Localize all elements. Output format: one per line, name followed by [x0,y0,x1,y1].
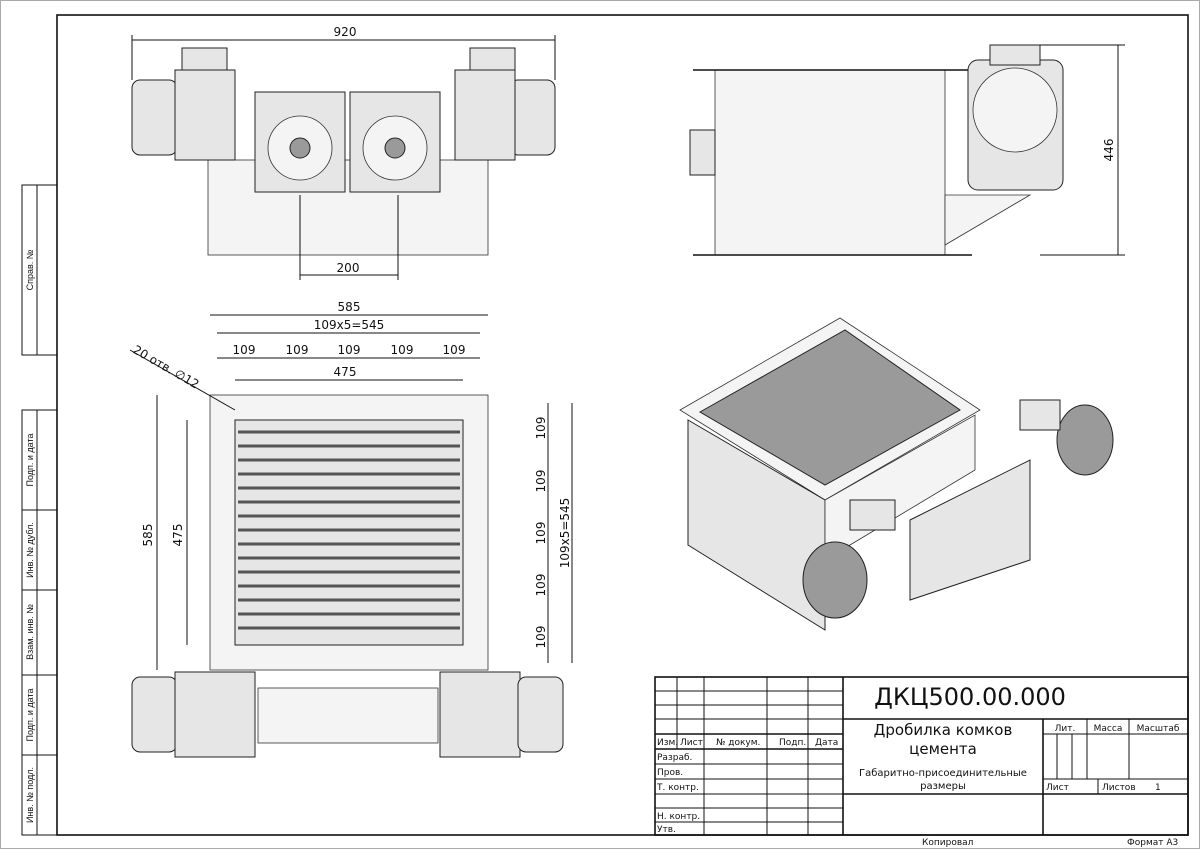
dim-plan-inner: 475 [334,365,357,379]
dim-top-width: 920 [334,25,357,39]
mass-label: Масса [1094,724,1123,734]
side-view: 446 [689,44,1125,256]
col-sign: Подп. [779,738,806,748]
dim-plan-pitch-v-1: 109 [534,417,548,440]
dim-plan-pitch-total-v: 109x5=545 [558,498,572,569]
sheets-label: Листов [1102,783,1136,793]
doc-type-line1: Габаритно-присоединительные [859,768,1027,779]
drawing-name-line2: цемента [909,740,977,758]
dim-shaft-spacing: 200 [337,261,360,275]
plan-view: 585 109x5=545 109 109 109 109 109 475 20… [129,300,573,758]
role-developer: Разраб. [657,753,692,763]
side-label-sign-date-2: Подп. и дата [25,688,35,741]
side-label-spravka: Справ. № [25,249,35,290]
copied-label: Копировал [922,838,973,848]
col-date: Дата [815,738,838,748]
sheets-count: 1 [1155,783,1161,793]
dim-plan-pitch-total: 109x5=545 [314,318,385,332]
scale-label: Масштаб [1137,724,1180,734]
side-label-orig-inv: Инв. № подл. [25,767,35,823]
dim-plan-width: 585 [338,300,361,314]
role-tech-control: Т. контр. [656,783,699,793]
dim-plan-pitch-v-2: 109 [534,470,548,493]
role-norm-control: Н. контр. [657,812,700,822]
isometric-view [679,317,1114,631]
dim-plan-pitch-v-5: 109 [534,626,548,649]
dim-plan-inner-v: 475 [171,524,185,547]
dim-plan-height: 585 [141,524,155,547]
side-strip: Справ. № Подп. и дата Инв. № дубл. Взам.… [21,184,58,836]
dim-plan-pitch-5: 109 [443,343,466,357]
side-label-sign-date: Подп. и дата [25,433,35,486]
dim-plan-pitch-v-3: 109 [534,522,548,545]
side-label-replace-inv: Взам. инв. № [25,604,35,660]
drawing-designation: ДКЦ500.00.000 [874,683,1066,711]
dim-plan-pitch-1: 109 [233,343,256,357]
col-izm: Изм. [657,738,678,748]
dim-plan-pitch-v-4: 109 [534,574,548,597]
role-checker: Пров. [657,768,683,778]
dim-side-height: 446 [1102,139,1116,162]
title-block: Изм. Лист № докум. Подп. Дата Разраб. Пр… [654,676,1189,848]
col-doc-no: № докум. [716,738,760,748]
front-view: 920 200 [131,25,556,280]
drawing-name-line1: Дробилка комков [874,721,1013,739]
dim-plan-pitch-4: 109 [391,343,414,357]
dim-holes: 20 отв. ∅12 [131,342,202,391]
col-list: Лист [680,738,703,748]
role-approved: Утв. [657,825,676,835]
lit-label: Лит. [1055,724,1076,734]
dim-plan-pitch-2: 109 [286,343,309,357]
sheet-label: Лист [1046,783,1069,793]
dim-plan-pitch-3: 109 [338,343,361,357]
doc-type-line2: размеры [920,781,966,792]
side-label-dup-inv: Инв. № дубл. [25,522,35,578]
format-label: Формат А3 [1127,838,1178,848]
